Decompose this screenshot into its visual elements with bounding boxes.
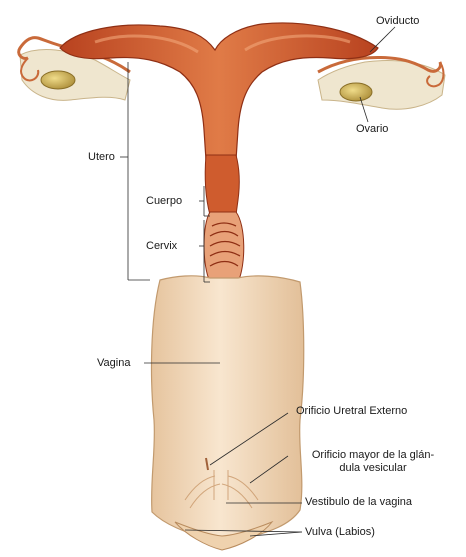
vagina: [152, 276, 304, 548]
ovary-right: [340, 83, 372, 101]
label-utero: Utero: [88, 151, 115, 164]
label-vulva: Vulva (Labios): [305, 526, 375, 539]
label-orificio-uretral: Orificio Uretral Externo: [296, 405, 407, 418]
label-oviducto: Oviducto: [376, 15, 419, 28]
label-orificio-mayor-line2: dula vesicular: [288, 462, 458, 475]
label-vagina: Vagina: [97, 357, 130, 370]
uterus-body: [205, 155, 239, 215]
label-vestibulo: Vestibulo de la vagina: [305, 496, 412, 509]
label-orificio-mayor-line1: Orificio mayor de la glán-: [288, 449, 458, 462]
label-cervix: Cervix: [146, 240, 177, 253]
label-orificio-mayor: Orificio mayor de la glán- dula vesicula…: [288, 449, 458, 475]
label-ovario: Ovario: [356, 123, 388, 136]
label-cuerpo: Cuerpo: [146, 195, 182, 208]
ovary-left: [41, 71, 75, 89]
